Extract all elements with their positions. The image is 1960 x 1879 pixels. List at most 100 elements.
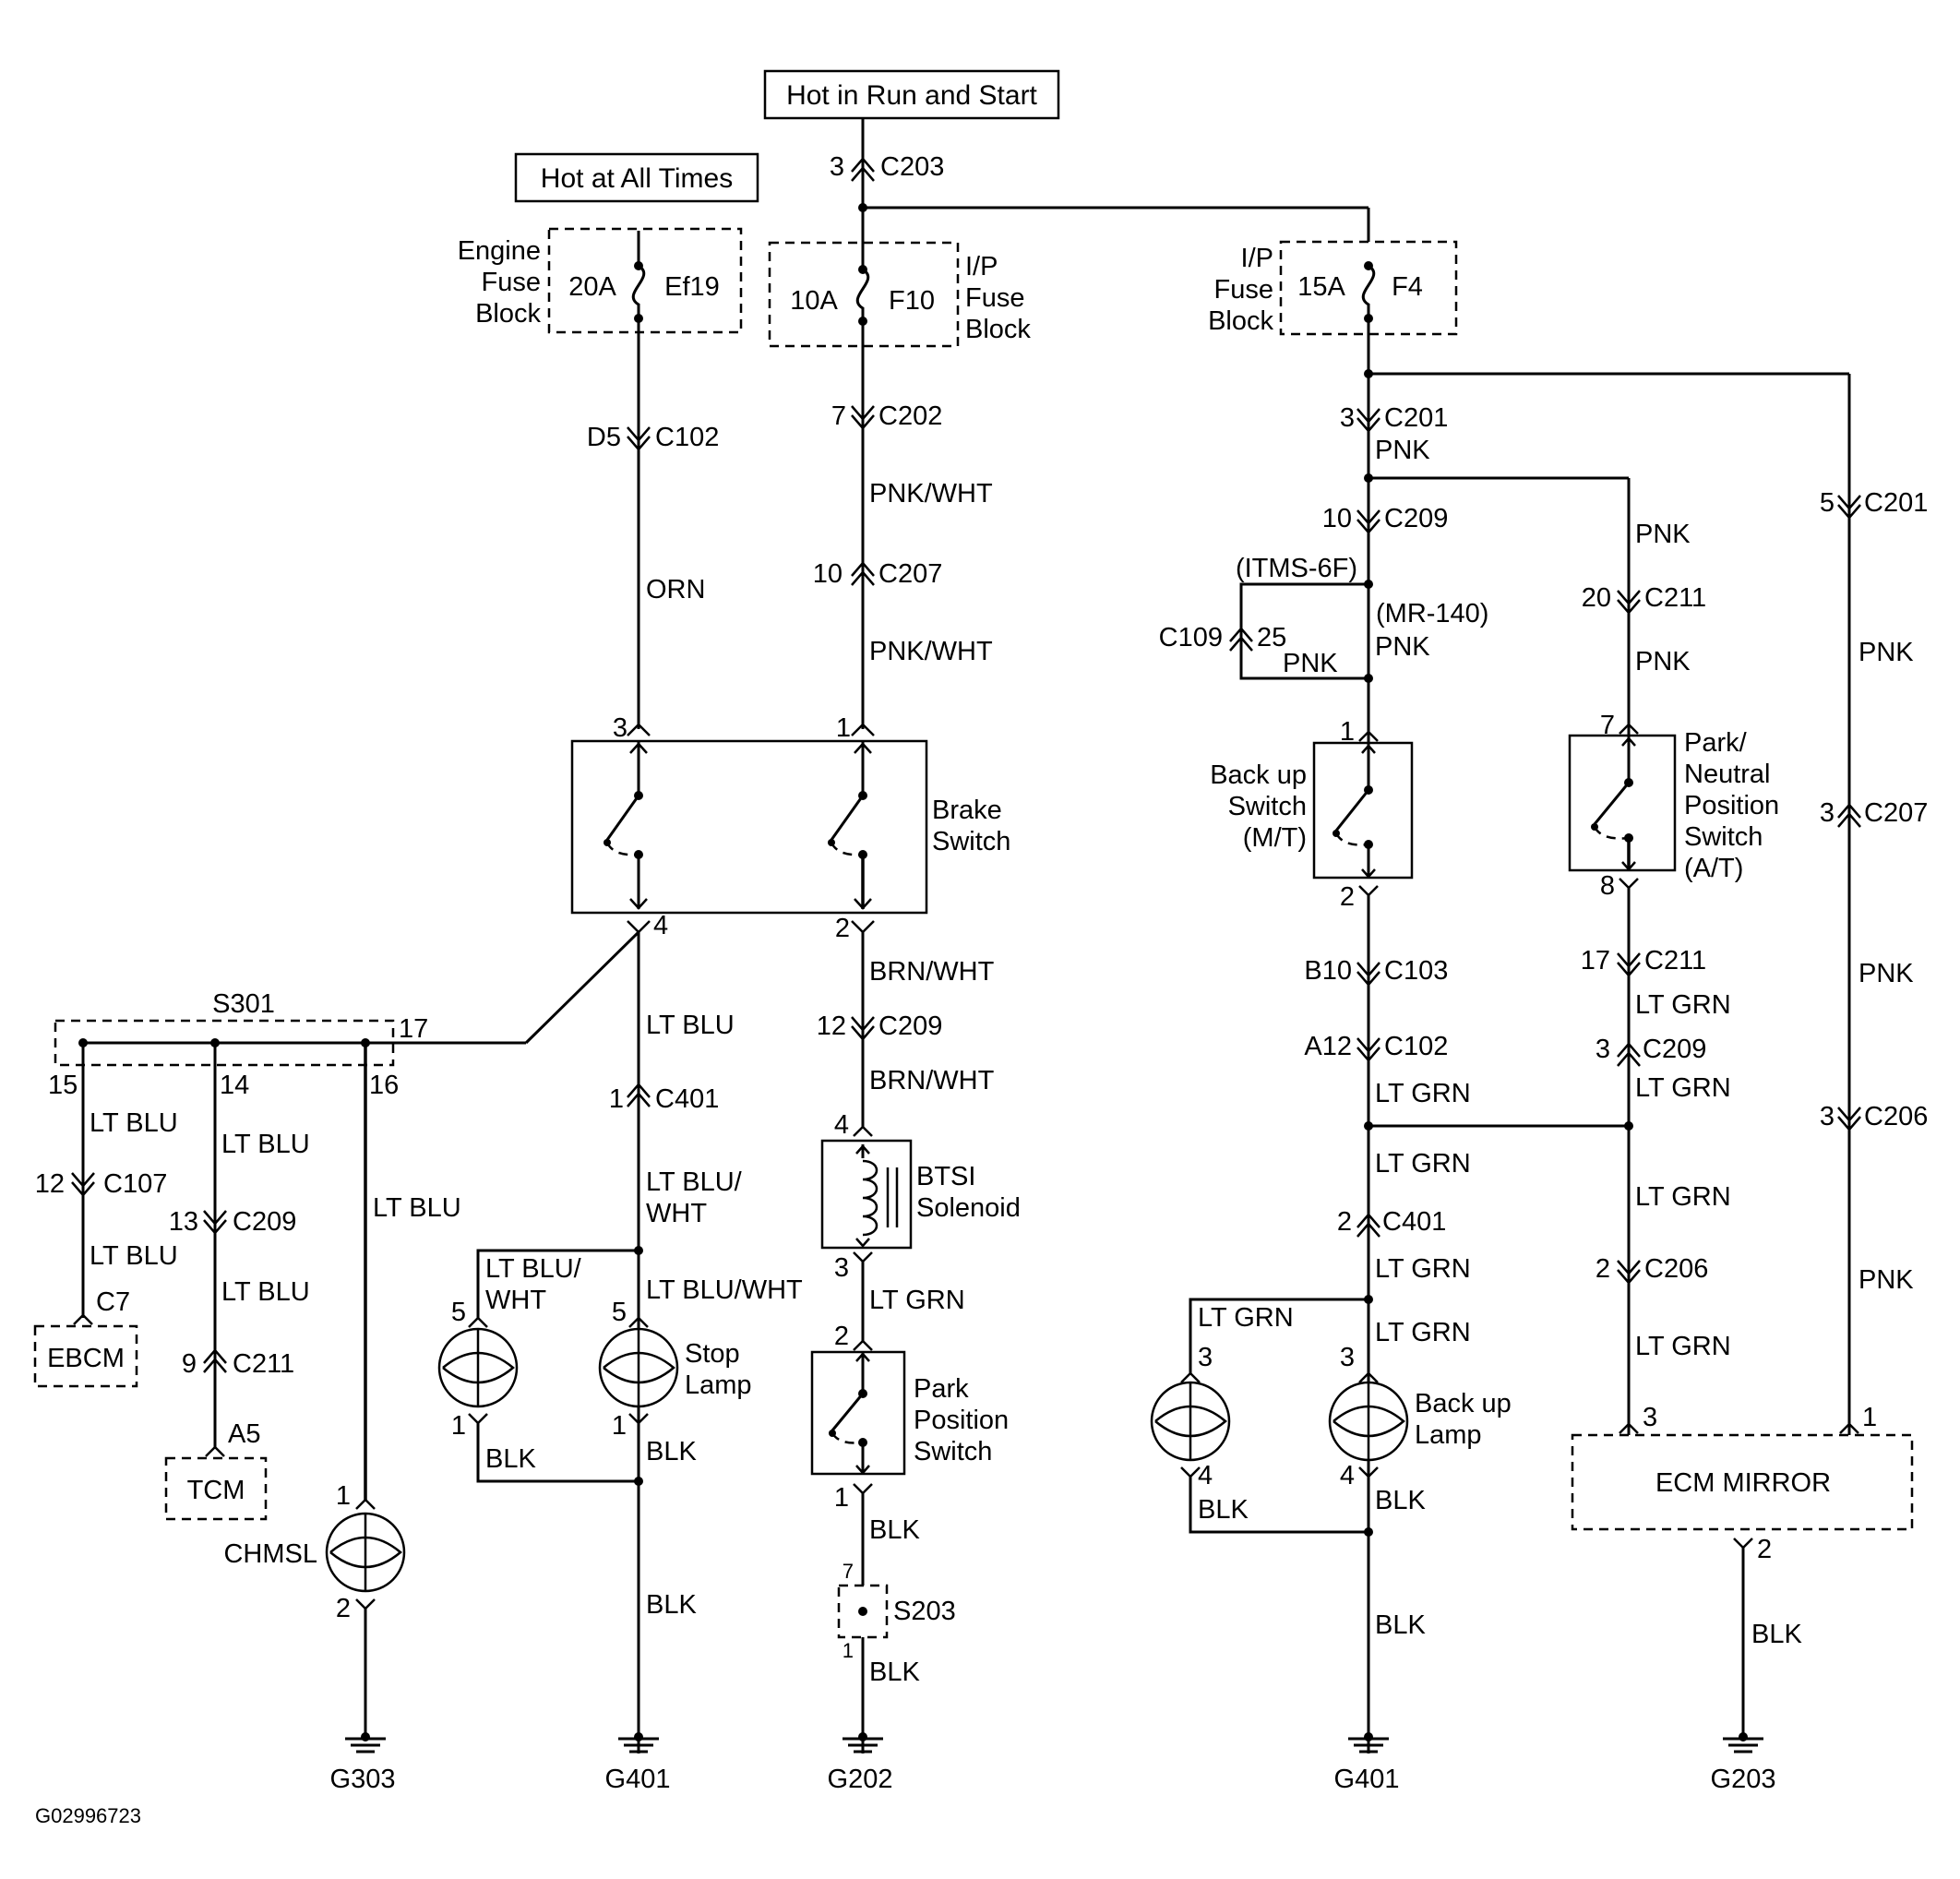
svg-text:1: 1 [834,1483,849,1513]
wire-lt-grn-1: LT GRN [869,1286,965,1315]
stop-lamp-circuit: 1 C401 LT BLU LT BLU/ WHT LT BLU/ WHT LT… [437,1011,803,1620]
svg-text:7: 7 [1600,711,1615,740]
svg-text:A5: A5 [228,1419,260,1449]
wire-lt-grn-2: LT GRN [1375,1079,1471,1108]
wire-lt-blu-1: LT BLU [90,1108,178,1138]
svg-text:17: 17 [1581,946,1610,975]
ground-g401-a: G401 [605,1732,670,1794]
svg-text:7: 7 [831,401,846,431]
backup-lamp-label-2: Lamp [1415,1420,1482,1450]
connector-c203: 3 C203 [830,152,944,182]
svg-text:4: 4 [653,911,668,940]
svg-text:C209: C209 [233,1207,296,1237]
svg-text:B10: B10 [1304,956,1352,986]
svg-text:3: 3 [834,1253,849,1283]
ip-block-label-1: I/P [965,252,998,281]
s301-label: S301 [212,989,275,1019]
svg-text:2: 2 [1340,882,1355,912]
svg-text:20: 20 [1582,583,1611,613]
svg-text:5: 5 [612,1298,627,1327]
wire-lt-grn-4: LT GRN [1635,1073,1731,1103]
svg-text:C207: C207 [1864,798,1928,828]
engine-block-label-3: Block [475,299,541,329]
svg-text:C209: C209 [1643,1035,1706,1064]
svg-text:D5: D5 [587,423,621,452]
svg-text:1: 1 [609,1084,624,1114]
pnp-label-1: Park/ [1684,728,1748,758]
brake-switch-label-1: Brake [932,796,1002,825]
g203-label: G203 [1711,1765,1776,1794]
backup-lamp-circuit: B10 C103 A12 C102 17 C211 LT GRN 3 C209 … [1150,888,1731,1753]
svg-text:C103: C103 [1384,956,1448,986]
wire-pnk-wht-2: PNK/WHT [869,637,993,666]
svg-text:C401: C401 [1382,1207,1446,1237]
wire-blk-1: BLK [485,1444,536,1474]
wire-pnk-7: PNK [1858,959,1914,988]
svg-text:1: 1 [612,1411,627,1441]
svg-text:8: 8 [1600,871,1615,901]
svg-text:2: 2 [1337,1207,1352,1237]
ebcm-branch: 12 C107 LT BLU LT BLU C7 EBCM [33,1043,178,1388]
svg-text:4: 4 [1198,1461,1213,1490]
chmsl-label: CHMSL [223,1539,317,1569]
wire-blk-5: BLK [869,1658,920,1687]
g202-label: G202 [828,1765,893,1794]
backup-switch-label-3: (M/T) [1243,823,1307,853]
svg-text:5: 5 [1820,488,1835,518]
splice-dot [1364,473,1373,483]
connector-c209-a: 10 C209 [1322,504,1448,534]
wire-pnk-4: PNK [1635,520,1691,549]
wire-lt-blu-wht-d: WHT [646,1199,707,1228]
svg-text:1: 1 [843,1639,854,1662]
ground-g203: G203 [1711,1732,1776,1794]
svg-text:3: 3 [1340,403,1355,433]
f4-amp: 15A [1297,272,1345,302]
svg-text:C211: C211 [1644,583,1706,613]
brake-switch-label-2: Switch [932,827,1010,856]
ecm-mirror-label: ECM MIRROR [1655,1468,1831,1498]
ground-g202: G202 [828,1732,893,1794]
svg-text:C207: C207 [878,559,942,589]
svg-text:1: 1 [336,1481,351,1511]
svg-text:3: 3 [1340,1343,1355,1372]
pnp-label-2: Neutral [1684,760,1771,789]
ef19-name: Ef19 [664,272,720,302]
svg-text:C206: C206 [1644,1254,1708,1284]
backup-switch-label-1: Back up [1210,760,1307,790]
wire-orn: ORN [646,575,705,604]
svg-text:C209: C209 [878,1011,942,1041]
engine-block-label-1: Engine [458,236,541,266]
svg-text:5: 5 [451,1298,466,1327]
tcm-branch: 13 C209 9 C211 LT BLU LT BLU A5 TCM [164,1043,310,1521]
park-position-switch: 2 Park Position Switch 1 BLK [810,1322,1009,1586]
pnp-label-5: (A/T) [1684,854,1743,883]
svg-text:2: 2 [835,914,850,943]
wire-lt-grn-10: LT GRN [1198,1303,1294,1333]
wire-pnk-1: PNK [1375,436,1430,465]
park-switch-label-3: Switch [914,1437,992,1466]
wire-blk-7: BLK [1375,1486,1426,1515]
wire-blk-2: BLK [646,1437,697,1466]
g303-label: G303 [330,1765,396,1794]
svg-text:12: 12 [817,1011,846,1041]
svg-text:3: 3 [1198,1343,1213,1372]
svg-text:10: 10 [1322,504,1352,533]
g401-b-label: G401 [1334,1765,1400,1794]
svg-text:C211: C211 [233,1349,294,1379]
svg-text:7: 7 [843,1560,854,1583]
svg-text:C401: C401 [655,1084,719,1114]
svg-text:1: 1 [451,1411,466,1441]
fuse-ef19: 20A Ef19 Engine Fuse Block [458,227,743,334]
svg-text:3: 3 [1820,1102,1835,1131]
ebcm-label: EBCM [47,1344,125,1373]
svg-text:13: 13 [169,1207,198,1237]
wire-lt-blu-5: LT BLU [373,1193,461,1223]
svg-text:1: 1 [836,713,851,743]
btsi-circuit: BRN/WHT 12 C209 BRN/WHT 4 BTSI Solenoid … [817,932,1021,1343]
wire-pnk-2: PNK [1375,632,1430,662]
f10-name: F10 [889,286,935,316]
itms-wire-pnk: PNK [1283,649,1338,678]
wire-lt-blu-2: LT BLU [90,1241,178,1271]
fuse-f4: 15A F4 I/P Fuse Block [1208,240,1458,336]
svg-text:C209: C209 [1384,504,1448,533]
